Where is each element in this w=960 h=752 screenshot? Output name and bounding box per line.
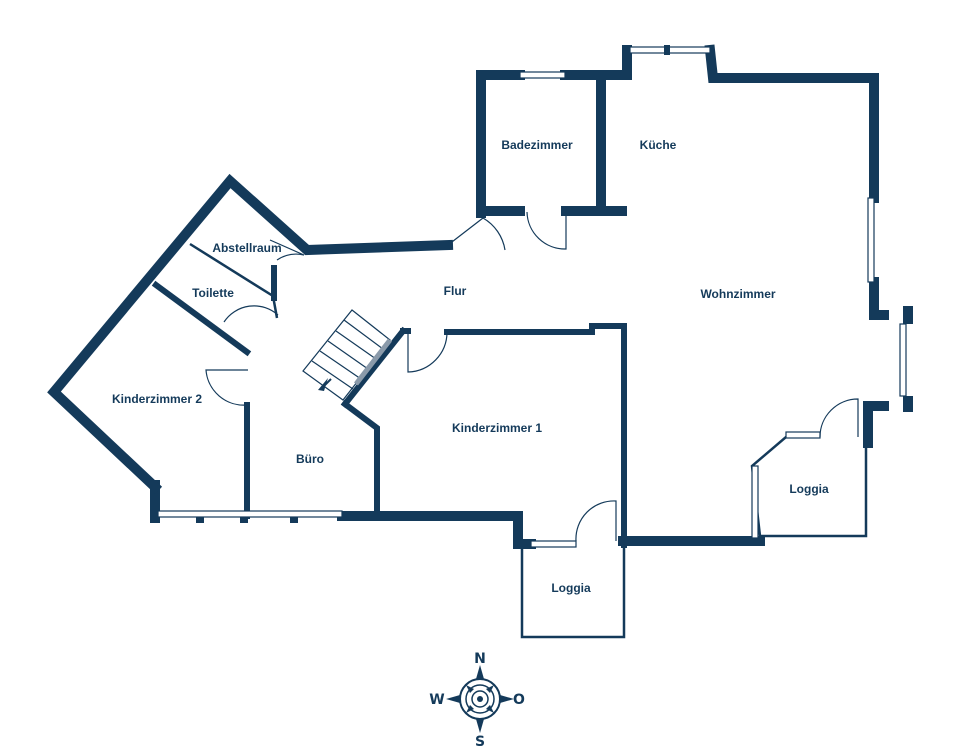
exterior-walls xyxy=(47,44,913,549)
interior-walls xyxy=(151,75,627,548)
room-label-abstellraum: Abstellraum xyxy=(212,241,281,255)
windows xyxy=(157,45,907,548)
room-label-wohnzimmer: Wohnzimmer xyxy=(700,287,775,301)
compass-north-label: N xyxy=(474,651,486,667)
room-label-loggia-east: Loggia xyxy=(789,482,829,496)
room-label-flur: Flur xyxy=(444,284,467,298)
room-label-kinderzimmer1: Kinderzimmer 1 xyxy=(452,421,542,435)
room-label-buero: Büro xyxy=(296,452,324,466)
room-labels: Badezimmer Küche Abstellraum Toilette Fl… xyxy=(112,138,829,595)
room-label-kueche: Küche xyxy=(640,138,677,152)
staircase xyxy=(302,309,392,401)
compass-east-label: O xyxy=(513,692,525,708)
room-label-toilette: Toilette xyxy=(192,286,234,300)
doors xyxy=(205,211,859,542)
compass-south-label: S xyxy=(475,734,485,750)
compass-west-label: W xyxy=(429,692,444,708)
room-label-badezimmer: Badezimmer xyxy=(501,138,573,152)
room-label-loggia-south: Loggia xyxy=(551,581,591,595)
room-label-kinderzimmer2: Kinderzimmer 2 xyxy=(112,392,202,406)
compass-rose xyxy=(446,665,514,733)
